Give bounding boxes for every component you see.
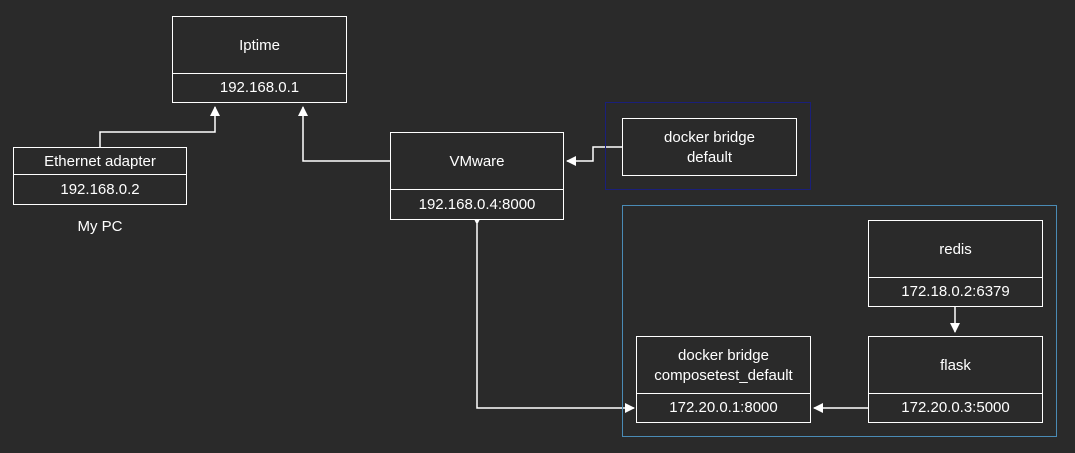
edge-default-bridge-to-vmware xyxy=(566,146,622,166)
ethernet-adapter-address: 192.168.0.2 xyxy=(14,174,186,204)
docker-bridge-default-node[interactable]: docker bridge default xyxy=(622,118,797,176)
vmware-node[interactable]: VMware 192.168.0.4:8000 xyxy=(390,132,564,220)
my-pc-caption: My PC xyxy=(77,218,123,235)
iptime-title: Iptime xyxy=(239,37,280,54)
docker-bridge-compose-node[interactable]: docker bridge composetest_default 172.20… xyxy=(636,336,811,423)
flask-address: 172.20.0.3:5000 xyxy=(869,393,1042,422)
iptime-address: 192.168.0.1 xyxy=(173,73,346,102)
flask-node[interactable]: flask 172.20.0.3:5000 xyxy=(868,336,1043,423)
redis-node[interactable]: redis 172.18.0.2:6379 xyxy=(868,220,1043,307)
docker-bridge-compose-address: 172.20.0.1:8000 xyxy=(637,393,810,422)
docker-bridge-compose-line1: docker bridge xyxy=(678,347,769,364)
vmware-address: 192.168.0.4:8000 xyxy=(391,189,563,219)
docker-bridge-compose-line2: composetest_default xyxy=(654,367,793,384)
flask-title: flask xyxy=(940,357,971,374)
compose-group-container xyxy=(622,205,1057,437)
redis-title: redis xyxy=(939,241,972,258)
edge-ethernet-to-iptime xyxy=(99,106,220,147)
ethernet-adapter-title: Ethernet adapter xyxy=(44,153,156,170)
docker-bridge-default-title: docker bridge default xyxy=(623,119,796,177)
docker-bridge-default-line2: default xyxy=(686,149,733,166)
redis-address: 172.18.0.2:6379 xyxy=(869,277,1042,306)
ethernet-adapter-node[interactable]: Ethernet adapter 192.168.0.2 xyxy=(13,147,187,205)
default-bridge-container xyxy=(605,102,811,190)
vmware-title: VMware xyxy=(449,153,505,170)
docker-bridge-default-line1: docker bridge xyxy=(664,129,755,146)
edge-compose-bridge-vmware xyxy=(472,215,635,413)
edge-vmware-to-iptime xyxy=(298,106,390,162)
docker-bridge-compose-title: docker bridge composetest_default xyxy=(637,337,810,395)
iptime-node[interactable]: Iptime 192.168.0.1 xyxy=(172,16,347,103)
